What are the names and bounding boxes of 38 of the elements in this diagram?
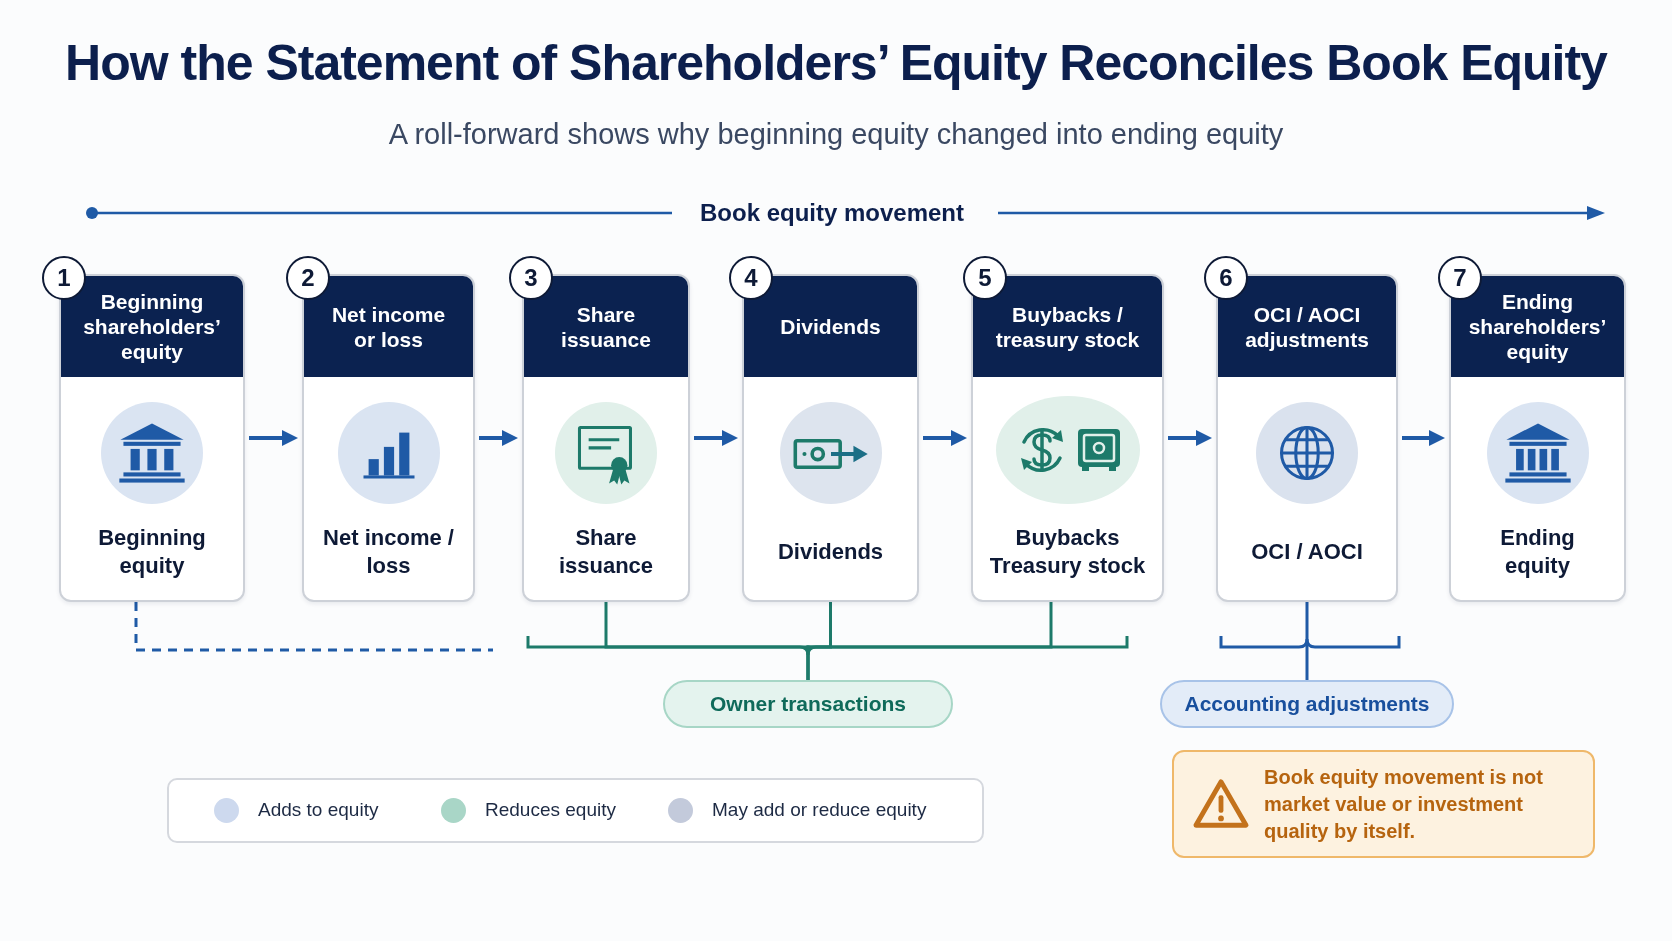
connector-line xyxy=(1305,602,1309,680)
legend-text: Reduces equity xyxy=(485,798,616,823)
flow-arrow xyxy=(1168,430,1212,446)
step-number: 1 xyxy=(42,256,86,300)
step-title: OCI / AOCI adjustments xyxy=(1244,301,1370,352)
legend-text: Adds to equity xyxy=(258,798,379,823)
flow-arrow xyxy=(923,430,967,446)
legend-text: May add or reduce equity xyxy=(712,798,927,823)
warning-text: Book equity movement is not market value or investment quality by itself. xyxy=(1264,764,1544,844)
flow-arrow xyxy=(249,430,298,446)
title: How the Statement of Shareholders’ Equity Reconciles Book Equity xyxy=(65,34,1607,93)
flow-arrow xyxy=(694,430,738,446)
flow-arrow xyxy=(1402,430,1445,446)
step-title: Net income or loss xyxy=(330,301,447,352)
warning-note xyxy=(1172,750,1595,858)
step-title: Buybacks / treasury stock xyxy=(994,301,1141,352)
step-label: Buybacks Treasury stock xyxy=(988,524,1147,580)
step-label: OCI / AOCI xyxy=(1251,538,1363,566)
step-number: 3 xyxy=(509,256,553,300)
step-label: Share issuance xyxy=(557,524,655,580)
step-number: 5 xyxy=(963,256,1007,300)
step-title: Dividends xyxy=(780,314,881,339)
dashed-line xyxy=(134,602,493,652)
connector-line xyxy=(806,602,1053,680)
group-pill: Owner transactions xyxy=(663,680,953,728)
group-pill: Accounting adjustments xyxy=(1160,680,1454,728)
step-number: 6 xyxy=(1204,256,1248,300)
step-label: Net income / loss xyxy=(322,524,455,580)
subtitle: A roll-forward shows why beginning equity changed into ending equity xyxy=(388,117,1284,152)
step-title: Share issuance xyxy=(560,301,652,352)
timeline-label: Book equity movement xyxy=(700,198,964,228)
step-number: 4 xyxy=(729,256,773,300)
step-number: 2 xyxy=(286,256,330,300)
step-label: Dividends xyxy=(777,538,884,566)
step-number: 7 xyxy=(1438,256,1482,300)
flow-arrow xyxy=(479,430,518,446)
step-label: Ending equity xyxy=(1499,524,1576,580)
step-label: Beginning equity xyxy=(97,524,207,580)
